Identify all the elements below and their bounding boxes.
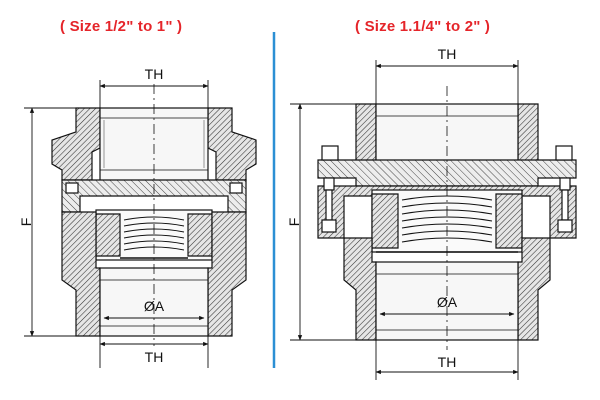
right-spring (401, 195, 493, 243)
left-bore-label: ØA (144, 298, 165, 314)
right-bottom-th-label: TH (438, 354, 457, 370)
right-bottom-body-right-wall (517, 237, 551, 341)
right-dimensions (290, 60, 519, 380)
right-top-th-label: TH (438, 46, 457, 62)
right-lower-flange (317, 185, 577, 239)
right-bottom-body-left-wall (343, 237, 377, 341)
left-size-title: ( Size 1/2" to 1" ) (60, 18, 183, 35)
left-bottom-th-label: TH (145, 349, 164, 365)
left-height-label: F (18, 218, 34, 227)
left-bottom-body-left-wall (61, 211, 101, 337)
left-top-nut-left-wall (51, 107, 101, 181)
left-top-nut-right-wall (207, 107, 257, 181)
right-bore-label: ØA (437, 294, 458, 310)
left-bottom-body-right-wall (207, 211, 247, 337)
left-dimensions (24, 80, 209, 368)
right-right-bolt (555, 145, 573, 233)
right-size-title: ( Size 1.1/4" to 2" ) (355, 18, 491, 35)
right-left-bolt (321, 145, 339, 233)
right-height-label: F (286, 218, 302, 227)
left-top-th-label: TH (145, 66, 164, 82)
